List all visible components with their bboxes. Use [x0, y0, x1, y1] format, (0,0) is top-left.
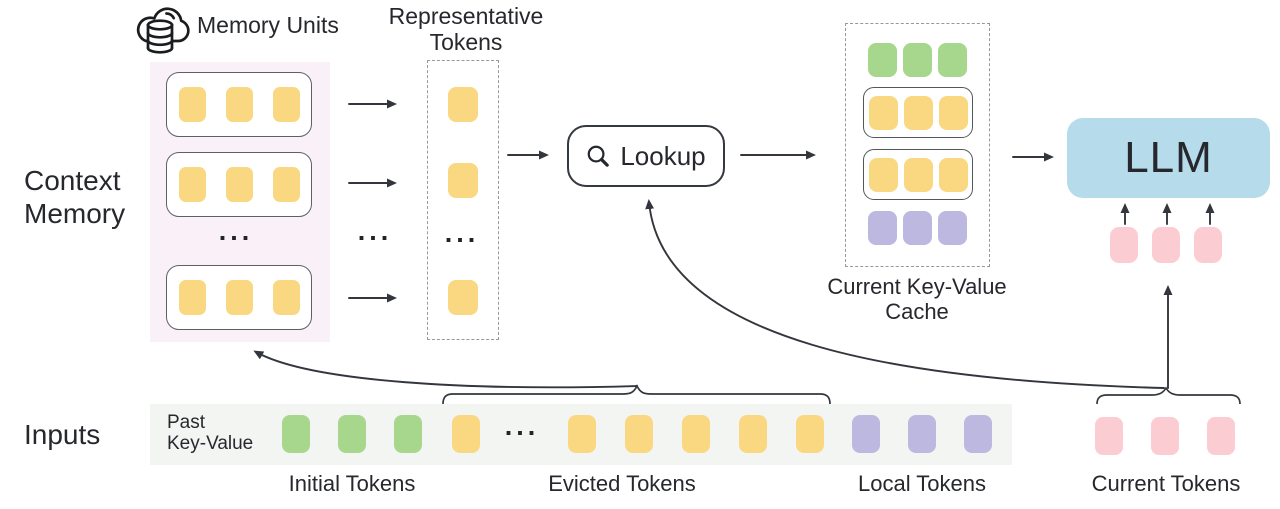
- initial-token-group: [282, 415, 422, 453]
- token: [1194, 227, 1222, 263]
- token: [938, 211, 967, 245]
- representative-token: [448, 280, 478, 315]
- token: [225, 87, 253, 122]
- token: [903, 95, 933, 130]
- current-tokens-brace: [1096, 386, 1241, 405]
- token: [739, 415, 767, 453]
- token: [938, 43, 967, 77]
- token: [796, 415, 824, 453]
- cloud-database-icon: [136, 7, 190, 54]
- token: [225, 280, 253, 315]
- ellipsis-representative: ...: [444, 218, 480, 248]
- representative-token: [448, 87, 478, 122]
- cache-row-purple: [846, 211, 989, 245]
- token: [272, 87, 300, 122]
- token: [338, 415, 366, 453]
- token: [448, 280, 478, 315]
- past-kv-label: Past Key-Value: [167, 412, 254, 454]
- memory-unit-row: [166, 152, 312, 217]
- token: [1151, 417, 1179, 455]
- memory-units-label: Memory Units: [197, 12, 339, 38]
- token: [225, 167, 253, 202]
- token: [625, 415, 653, 453]
- token: [448, 87, 478, 122]
- cache-label: Current Key-Value Cache: [827, 274, 1007, 324]
- evicted-tokens-brace: [442, 384, 831, 405]
- ellipsis-gap: ...: [357, 216, 393, 246]
- representative-box: [427, 60, 499, 340]
- token: [938, 95, 968, 130]
- current-tokens-label: Current Tokens: [1091, 471, 1241, 496]
- token: [852, 415, 880, 453]
- ellipsis-evicted: ...: [504, 411, 540, 441]
- lookup-label: Lookup: [620, 140, 706, 171]
- cache-row-yellow-2: [863, 149, 973, 200]
- token: [178, 87, 206, 122]
- token: [682, 415, 710, 453]
- representative-label: Representative Tokens: [388, 3, 544, 55]
- token: [272, 167, 300, 202]
- token: [568, 415, 596, 453]
- token: [868, 157, 898, 192]
- token: [1095, 417, 1123, 455]
- token: [903, 43, 932, 77]
- magnifier-icon: [588, 145, 610, 167]
- cache-row-yellow-1: [863, 87, 973, 138]
- token: [452, 415, 480, 453]
- local-token-group: [852, 415, 992, 453]
- arrow-evicted-to-memory: [253, 350, 638, 389]
- evicted-token-group-b: [568, 415, 824, 453]
- cache-row-green: [846, 43, 989, 77]
- llm-box: LLM: [1067, 118, 1270, 198]
- token: [394, 415, 422, 453]
- token: [964, 415, 992, 453]
- memory-unit-row: [166, 265, 312, 330]
- evicted-tokens-label: Evicted Tokens: [548, 471, 696, 496]
- token: [1110, 227, 1138, 263]
- token: [938, 157, 968, 192]
- token: [272, 280, 300, 315]
- memory-unit-row: [166, 72, 312, 137]
- current-token-group: [1095, 417, 1235, 455]
- token: [868, 43, 897, 77]
- token: [448, 163, 478, 198]
- initial-tokens-label: Initial Tokens: [288, 471, 416, 496]
- token: [903, 211, 932, 245]
- llm-input-tokens: [1110, 227, 1222, 263]
- evicted-token-group-a: [452, 415, 480, 453]
- token: [868, 95, 898, 130]
- token: [1207, 417, 1235, 455]
- token: [868, 211, 897, 245]
- ellipsis-memory: ...: [218, 216, 254, 246]
- inputs-label: Inputs: [24, 419, 101, 450]
- token: [282, 415, 310, 453]
- llm-label: LLM: [1124, 133, 1213, 182]
- representative-token: [448, 163, 478, 198]
- token: [178, 167, 206, 202]
- local-tokens-label: Local Tokens: [857, 471, 986, 496]
- token: [908, 415, 936, 453]
- context-memory-label: Context Memory: [24, 165, 126, 229]
- token: [903, 157, 933, 192]
- token: [1152, 227, 1180, 263]
- token: [178, 280, 206, 315]
- memory-panel: [150, 62, 330, 342]
- cache-box: [845, 23, 990, 267]
- lookup-button: Lookup: [567, 125, 725, 187]
